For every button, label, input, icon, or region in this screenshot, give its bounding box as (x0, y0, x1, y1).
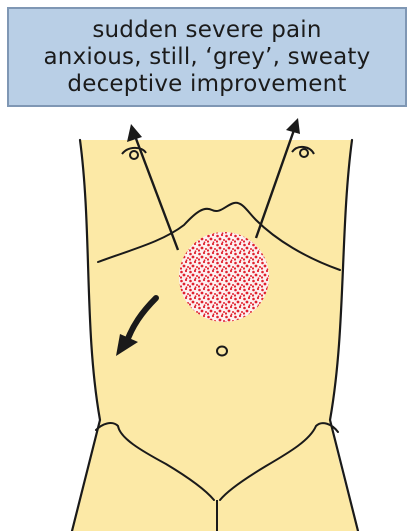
torso-skin (72, 140, 358, 531)
caption-line-2: anxious, still, ‘grey’, sweaty (44, 44, 371, 71)
caption-line-1: sudden severe pain (92, 17, 321, 44)
pain-area-spot (179, 232, 269, 322)
symptom-caption-box: sudden severe pain anxious, still, ‘grey… (7, 7, 407, 107)
caption-line-3: deceptive improvement (67, 71, 346, 98)
torso-illustration (0, 110, 417, 531)
